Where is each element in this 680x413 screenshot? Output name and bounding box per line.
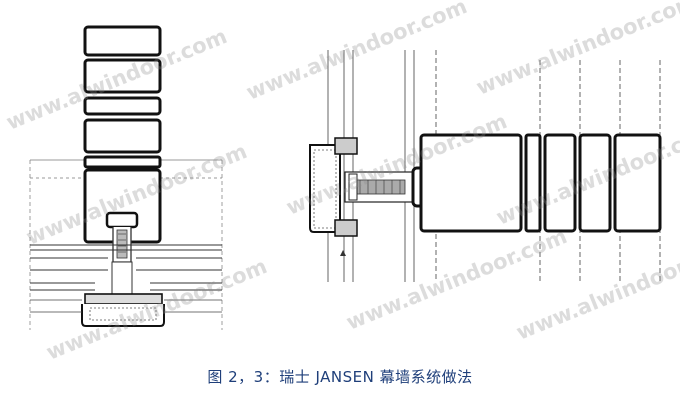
right-frame-cap — [309, 137, 358, 237]
left-section-drawing — [29, 25, 223, 330]
watermark-text: www.alwindoor.com — [43, 254, 271, 365]
watermark-text: www.alwindoor.com — [473, 0, 680, 100]
right-marker-arrow — [340, 250, 346, 256]
right-section-drawing — [309, 50, 662, 282]
left-stem — [111, 261, 133, 295]
left-profile-stack — [83, 25, 162, 244]
left-glazing-lines — [30, 244, 222, 291]
right-bolt — [344, 171, 418, 203]
right-profile-stack — [419, 133, 662, 233]
figure-caption: 图 2，3：瑞士 JANSEN 幕墙系统做法 — [207, 368, 473, 386]
left-bottom-lines — [30, 299, 222, 313]
left-cover-cap — [81, 293, 165, 327]
